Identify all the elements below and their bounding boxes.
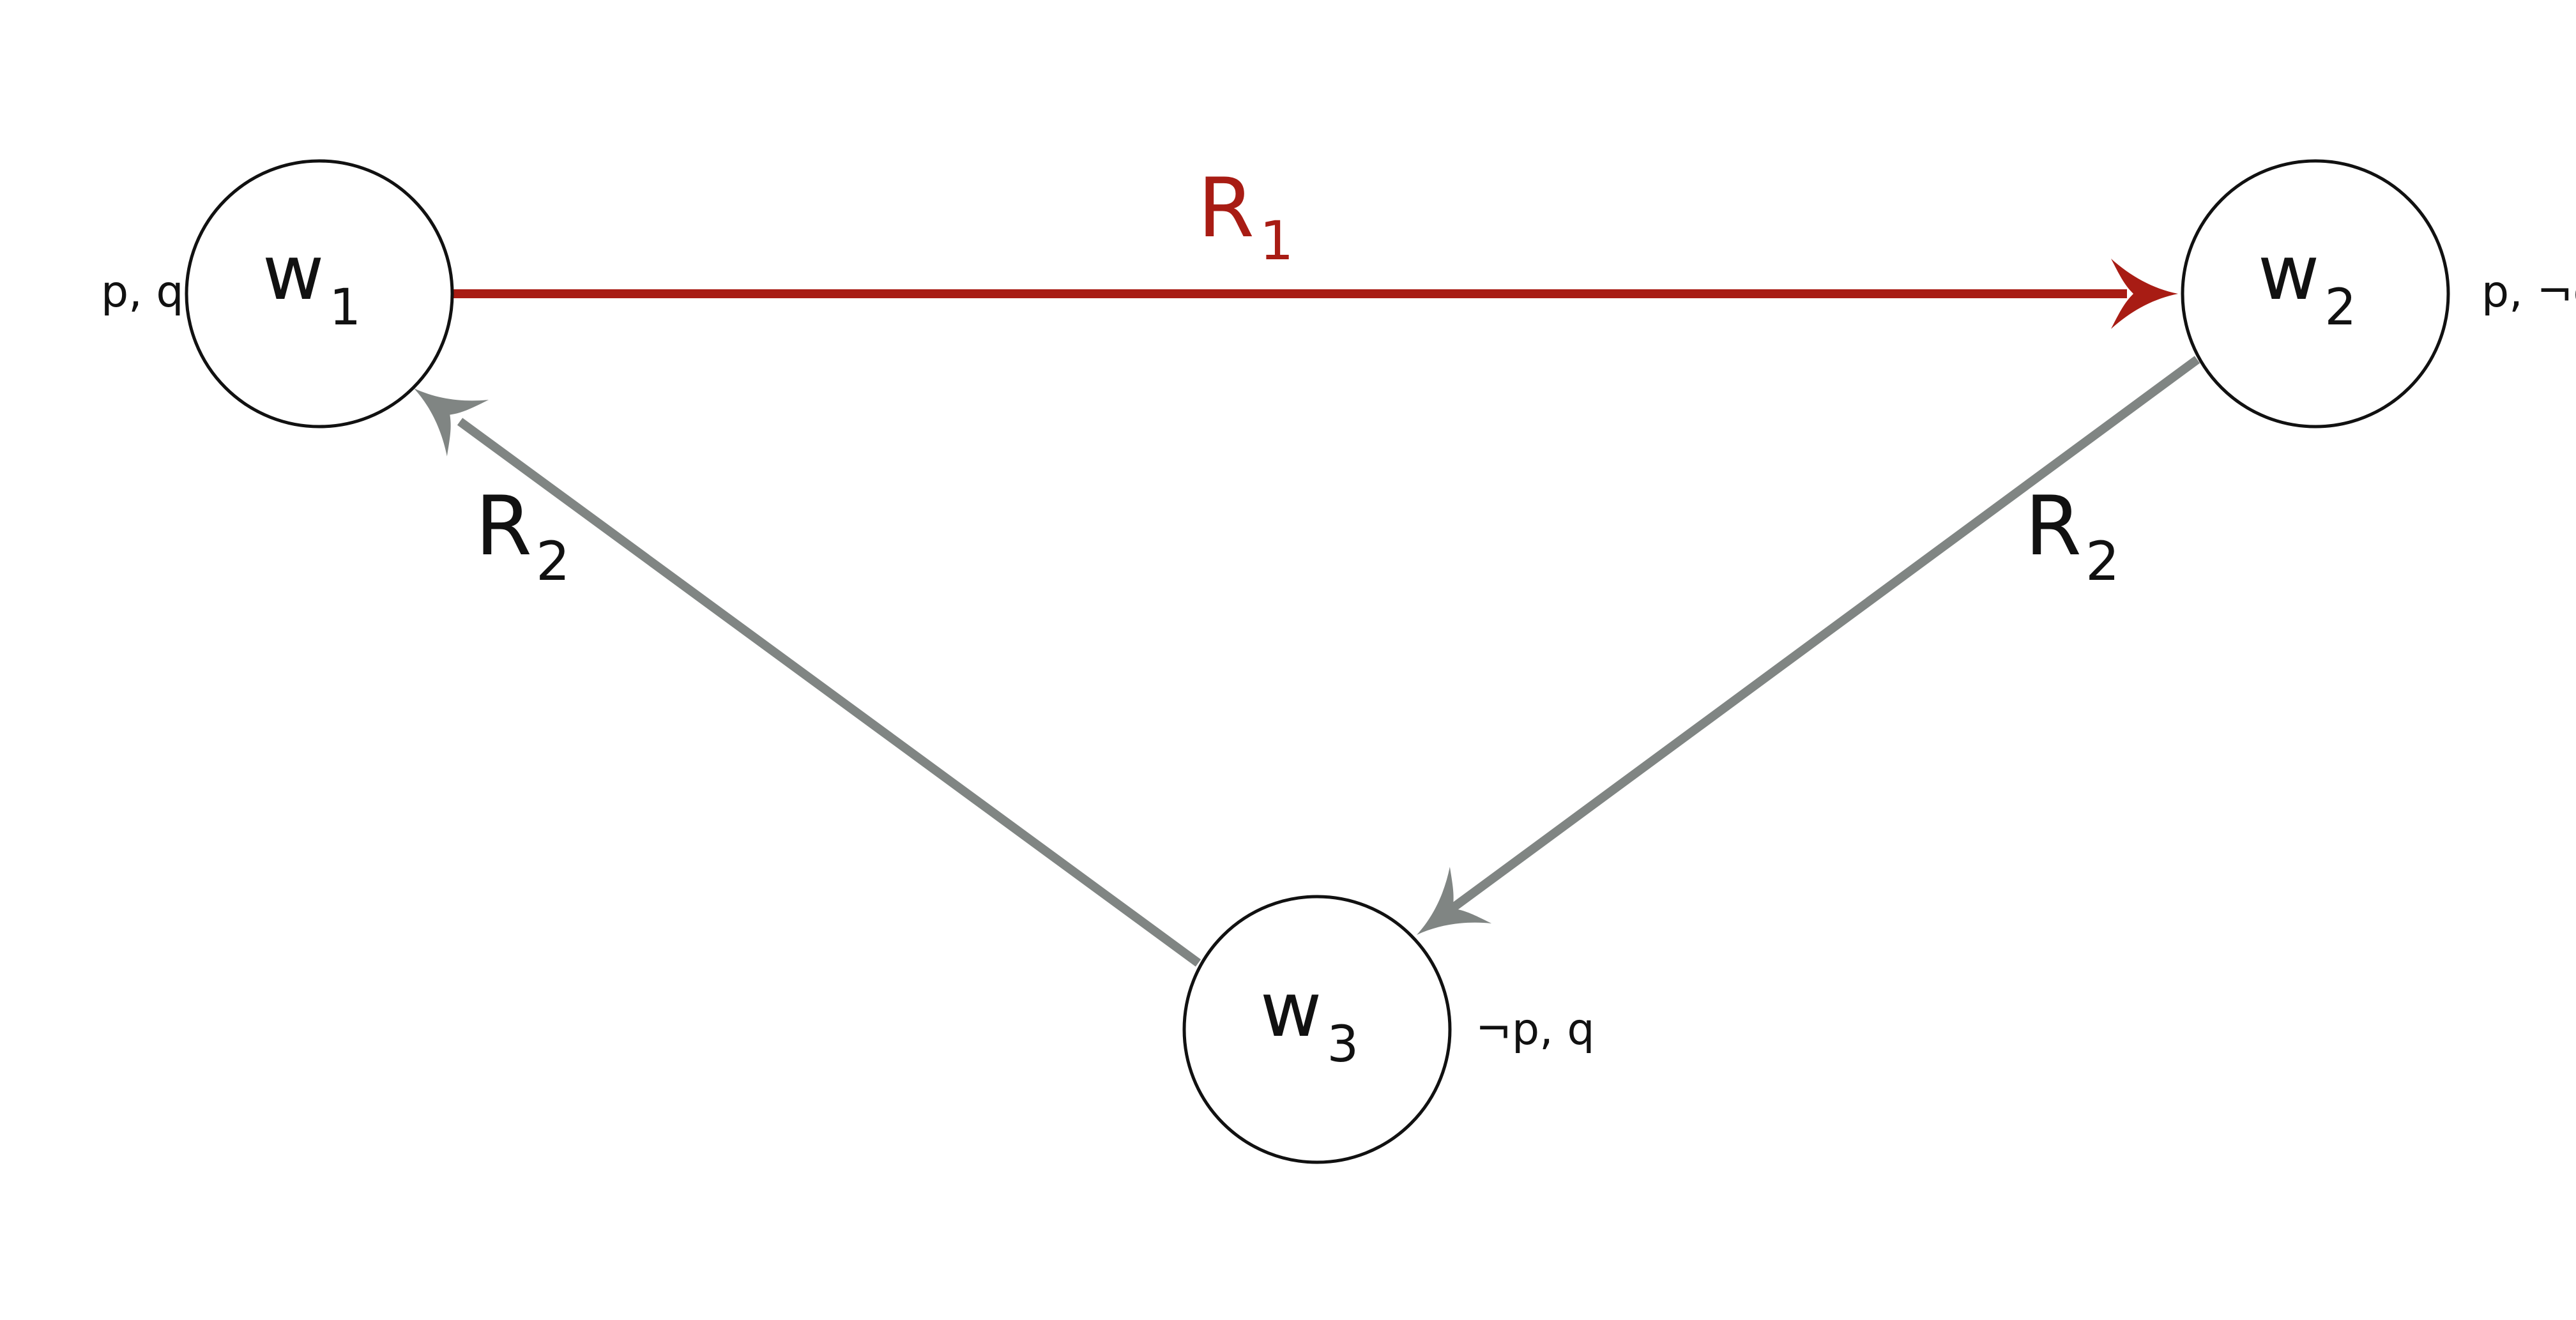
edge-w2-w3 <box>1417 356 2200 935</box>
arrowhead-w2-w3 <box>1417 867 1492 935</box>
arrowhead-w3-w1 <box>414 388 489 457</box>
node-w1 <box>185 159 454 429</box>
valuation-w2: p, ¬q <box>2481 267 2576 317</box>
edge-label-w3-w1: R2 <box>475 479 570 593</box>
valuation-w1: p, q <box>101 267 184 317</box>
edge-label-w2-w3: R2 <box>2025 479 2119 593</box>
edge-line-w3-w1 <box>457 418 1201 967</box>
edge-w3-w1 <box>414 388 1201 967</box>
edge-label-w1-w2: R1 <box>1198 161 1293 272</box>
edge-line-w2-w3 <box>1447 356 2200 914</box>
node-w3 <box>1182 895 1452 1164</box>
edge-w1-w2 <box>452 259 2178 329</box>
arrowhead-w1-w2 <box>2111 259 2178 329</box>
node-w2 <box>2181 159 2450 429</box>
valuation-w3: ¬p, q <box>1475 1005 1595 1055</box>
